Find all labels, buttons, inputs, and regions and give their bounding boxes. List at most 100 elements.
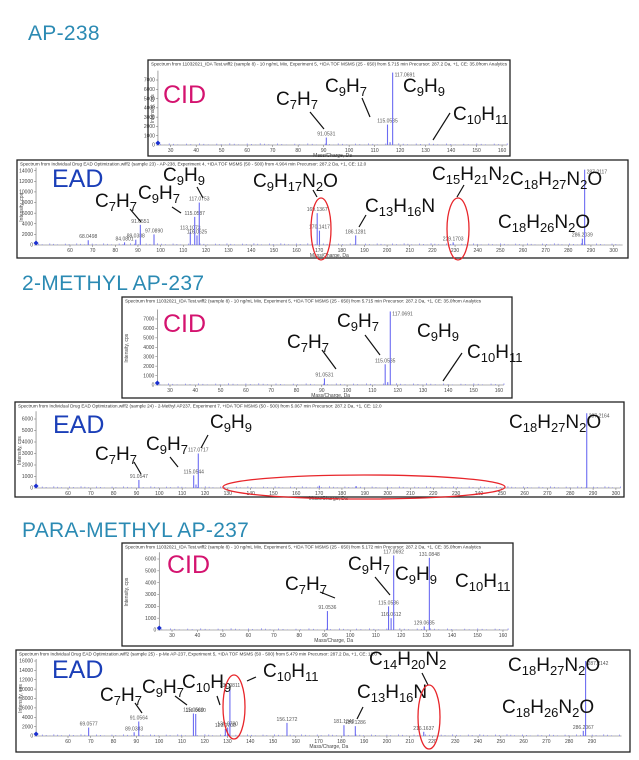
x-tick-label: 70: [270, 148, 276, 154]
x-tick-label: 140: [246, 739, 255, 745]
annotation-leader-line: [133, 461, 142, 475]
y-tick-label: 16000: [19, 659, 33, 665]
y-tick-label: 6000: [22, 211, 33, 217]
fragment-formula: C9H7: [142, 677, 184, 700]
x-tick-label: 150: [269, 491, 278, 497]
annotation-leader-line: [312, 189, 318, 198]
fragment-formula: C9H9: [403, 76, 445, 99]
x-tick-label: 290: [589, 491, 598, 497]
y-tick-label: 2000: [22, 463, 33, 469]
y-tick-label: 4000: [22, 221, 33, 227]
x-tick-label: 190: [360, 248, 369, 254]
x-tick-label: 260: [519, 739, 528, 745]
x-tick-label: 80: [295, 148, 301, 154]
origin-marker-icon: [155, 140, 161, 146]
x-tick-label: 160: [498, 148, 507, 154]
x-tick-label: 170: [315, 248, 324, 254]
x-tick-label: 200: [383, 491, 392, 497]
x-tick-label: 160: [292, 739, 301, 745]
fragment-formula: C18H26N2O: [502, 697, 594, 720]
fragment-formula: C10H11: [467, 342, 522, 365]
x-tick-label: 220: [428, 248, 437, 254]
x-tick-label: 160: [499, 633, 508, 639]
x-tick-label: 90: [322, 633, 328, 639]
y-tick-label: 6000: [143, 326, 154, 332]
y-tick-label: 12000: [19, 677, 33, 683]
x-tick-label: 30: [169, 633, 175, 639]
peak-label: 91.0564: [130, 715, 148, 721]
y-tick-label: 0: [152, 143, 155, 149]
annotation-leader-line: [169, 456, 179, 468]
y-tick-label: 4000: [22, 715, 33, 721]
y-tick-label: 2000: [145, 604, 156, 610]
fragmentation-mode-label: CID: [167, 551, 210, 579]
y-axis-label: Intensity, cps: [124, 333, 130, 362]
x-tick-label: 110: [179, 248, 187, 254]
peak-label: 117.0692: [383, 549, 404, 555]
fragment-formula: C10H9: [182, 672, 231, 695]
panel-frame: [147, 59, 511, 157]
y-tick-label: 8000: [22, 696, 33, 702]
x-tick-label: 290: [587, 248, 596, 254]
peak-label: 69.0577: [80, 722, 98, 728]
x-tick-label: 120: [201, 491, 210, 497]
x-tick-label: 100: [156, 248, 165, 254]
peak-label: 115.0535: [377, 119, 398, 125]
peak-label: 156.1272: [277, 717, 298, 723]
fragment-formula: C18H26N2O: [498, 212, 590, 235]
annotation-leader-line: [134, 702, 143, 714]
fragment-formula: C7H7: [276, 89, 318, 112]
x-tick-label: 110: [178, 491, 186, 497]
x-tick-label: 130: [224, 491, 233, 497]
x-tick-label: 140: [444, 388, 453, 394]
x-tick-label: 270: [543, 491, 552, 497]
x-tick-label: 250: [498, 491, 507, 497]
y-tick-label: 4000: [144, 106, 155, 112]
x-tick-label: 90: [135, 248, 141, 254]
x-tick-label: 130: [223, 739, 232, 745]
panel-frame: [121, 542, 514, 647]
x-tick-label: 40: [193, 388, 199, 394]
x-tick-label: 70: [90, 248, 96, 254]
x-tick-label: 30: [168, 148, 174, 154]
x-tick-label: 90: [134, 739, 140, 745]
fragment-formula: C9H7: [348, 554, 390, 577]
spectrum-header: Spectrum from Individual Drug EAD Optimi…: [20, 162, 367, 167]
x-tick-label: 120: [201, 739, 210, 745]
x-tick-label: 150: [472, 148, 481, 154]
y-tick-label: 10000: [19, 687, 33, 693]
x-tick-label: 150: [269, 739, 278, 745]
spectrum-panel-cid-5: Spectrum from 11032021_IDA Test.wiff2 (s…: [121, 542, 514, 647]
annotation-leader-line: [456, 184, 465, 198]
peak-label: 286.2039: [572, 233, 593, 239]
x-tick-label: 280: [566, 491, 575, 497]
fragment-formula: C13H16N: [357, 682, 427, 705]
x-tick-label: 60: [244, 148, 250, 154]
fragment-formula: C15H21N2: [432, 164, 509, 187]
x-tick-label: 70: [271, 633, 277, 639]
x-tick-label: 120: [394, 388, 403, 394]
y-tick-label: 8000: [22, 200, 33, 206]
peak-label: 170.1417: [309, 225, 330, 231]
x-tick-label: 110: [372, 633, 380, 639]
y-axis-label: Intensity, cps: [18, 684, 24, 713]
x-tick-label: 80: [294, 388, 300, 394]
x-tick-label: 180: [337, 739, 346, 745]
compound-title-ap238: AP-238: [28, 22, 100, 45]
panel-frame: [16, 159, 629, 259]
x-tick-label: 180: [338, 248, 347, 254]
y-tick-label: 4000: [145, 580, 156, 586]
annotation-leader-line: [321, 349, 337, 370]
peak-label: 113.1073: [180, 226, 201, 232]
y-tick-label: 4000: [22, 440, 33, 446]
y-tick-label: 7000: [143, 317, 154, 323]
x-tick-label: 230: [452, 491, 461, 497]
peak-label: 117.0691: [395, 73, 416, 79]
peak-label: 117.0717: [188, 448, 209, 454]
x-tick-label: 220: [429, 491, 438, 497]
peak-label: 287.2164: [589, 413, 610, 419]
annotation-leader-line: [361, 97, 371, 118]
y-tick-label: 2000: [143, 364, 154, 370]
peak-label: 84.0801: [116, 236, 134, 242]
